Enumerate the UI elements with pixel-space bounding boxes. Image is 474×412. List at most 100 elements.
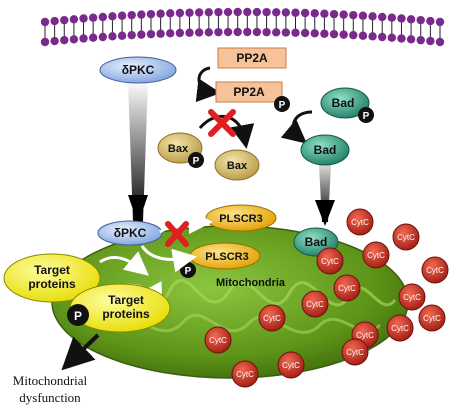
cytc-label: CytC xyxy=(282,361,300,370)
cytochrome-c-group: CytC CytC CytC CytC CytC CytC CytC CytC CytC CytC… xyxy=(204,208,449,388)
bad: Bad xyxy=(300,134,350,166)
target-p-label-2: proteins xyxy=(102,307,150,321)
cytc-molecule: CytC xyxy=(277,351,305,379)
pp2a-active: PP2A P xyxy=(215,81,290,112)
lipid-head xyxy=(233,27,242,37)
lipid-head xyxy=(339,10,348,19)
cytc-label: CytC xyxy=(346,348,364,357)
lipid-head xyxy=(194,28,204,37)
cytc-molecule: CytC xyxy=(341,338,369,366)
cytc-molecule: CytC xyxy=(392,223,420,251)
lipid-head xyxy=(377,32,387,42)
lipid-head xyxy=(377,12,387,22)
lipid-head xyxy=(60,35,69,45)
lipid-head xyxy=(175,8,185,18)
bad-arrowhead xyxy=(315,200,335,226)
dpkc-cytosolic: δPKC xyxy=(99,56,177,84)
dysfunction-label-2: dysfunction xyxy=(19,390,81,405)
pkc-plscr3-arrow xyxy=(159,210,213,235)
block-x-icon xyxy=(208,109,236,137)
cytc-molecule: CytC xyxy=(204,326,232,354)
plscr3-label: PLSCR3 xyxy=(219,213,262,225)
lipid-head xyxy=(204,28,213,37)
lipid-head xyxy=(435,37,445,47)
pkc-plscr3-phospho-arrow xyxy=(140,245,197,273)
lipid-head xyxy=(272,28,281,37)
cytc-label: CytC xyxy=(391,324,409,333)
lipid-head xyxy=(320,9,329,18)
lipid-head xyxy=(233,7,242,17)
target-proteins: Target proteins xyxy=(3,253,101,303)
lipid-head xyxy=(310,9,319,18)
lipid-head xyxy=(300,28,310,38)
lipid-head xyxy=(127,30,136,40)
cytc-label: CytC xyxy=(209,336,227,345)
lipid-head xyxy=(185,28,194,37)
lipid-head xyxy=(137,10,146,19)
lipid-head xyxy=(146,9,156,19)
dpkc-mitochondrial: δPKC xyxy=(97,220,163,246)
lipid-head xyxy=(88,33,98,42)
lipid-head xyxy=(329,29,339,39)
cytc-label: CytC xyxy=(426,266,444,275)
lipid-head xyxy=(406,15,416,24)
lipid-head xyxy=(214,7,223,17)
lipid-head xyxy=(397,34,406,43)
lipid-head xyxy=(117,11,127,20)
phospho-badge xyxy=(274,96,290,112)
plscr3-p-label: PLSCR3 xyxy=(205,251,248,263)
phosphorylation-arrow xyxy=(195,66,221,103)
cytc-label: CytC xyxy=(423,314,441,323)
lipid-head xyxy=(339,30,348,39)
lipid-head xyxy=(214,27,223,37)
cytc-label: CytC xyxy=(321,257,339,266)
cytc-molecule: CytC xyxy=(421,256,449,284)
dpkc-mito-label: δPKC xyxy=(114,226,147,240)
lipid-head xyxy=(156,29,165,38)
cytc-molecule: CytC xyxy=(386,314,414,342)
lipid-head xyxy=(127,10,136,20)
phospho-label: P xyxy=(193,156,200,167)
lipid-head xyxy=(368,12,377,21)
lipid-head xyxy=(349,10,358,20)
lipid-head xyxy=(69,15,79,24)
lipid-head xyxy=(166,29,175,38)
pp2a-inactive: PP2A xyxy=(217,47,287,69)
bax-label: Bax xyxy=(227,160,248,172)
lipid-head xyxy=(310,29,319,38)
plscr3: PLSCR3 xyxy=(205,204,277,232)
target-proteins-phosphorylated: Target proteins P xyxy=(67,283,171,333)
lipid-head xyxy=(108,12,117,21)
cytc-label: CytC xyxy=(306,300,324,309)
dysfunction-arrow xyxy=(61,333,100,371)
cytc-label: CytC xyxy=(367,251,385,260)
lipid-head xyxy=(262,27,271,37)
lipid-head xyxy=(88,13,98,22)
lipid-head xyxy=(397,14,406,23)
lipid-head xyxy=(40,17,50,27)
dysfunction-label-1: Mitochondrial xyxy=(13,373,88,388)
lipid-head xyxy=(262,7,271,17)
block-x-icon xyxy=(165,221,189,247)
phospho-label: P xyxy=(74,309,82,323)
lipid-head xyxy=(108,32,117,41)
lipid-head xyxy=(137,30,146,39)
lipid-head xyxy=(416,15,425,25)
lipid-head xyxy=(252,27,262,37)
lipid-head xyxy=(281,28,291,37)
pkc-translocation-arrow xyxy=(128,80,148,222)
bax: Bax xyxy=(214,149,260,181)
lipid-head xyxy=(166,9,175,18)
bax-p-label: Bax xyxy=(168,143,189,155)
lipid-head xyxy=(243,7,252,17)
pkc-arrowhead xyxy=(128,195,148,224)
lipid-head xyxy=(146,29,156,39)
cytc-label: CytC xyxy=(397,233,415,242)
lipid-head xyxy=(300,8,310,18)
cytc-molecule: CytC xyxy=(418,304,446,332)
lipid-head xyxy=(387,33,397,42)
pp2a-active-label: PP2A xyxy=(233,85,265,99)
mitochondria-label: Mitochondria xyxy=(216,277,286,289)
lipid-head xyxy=(435,17,445,27)
lipid-head xyxy=(329,9,339,19)
